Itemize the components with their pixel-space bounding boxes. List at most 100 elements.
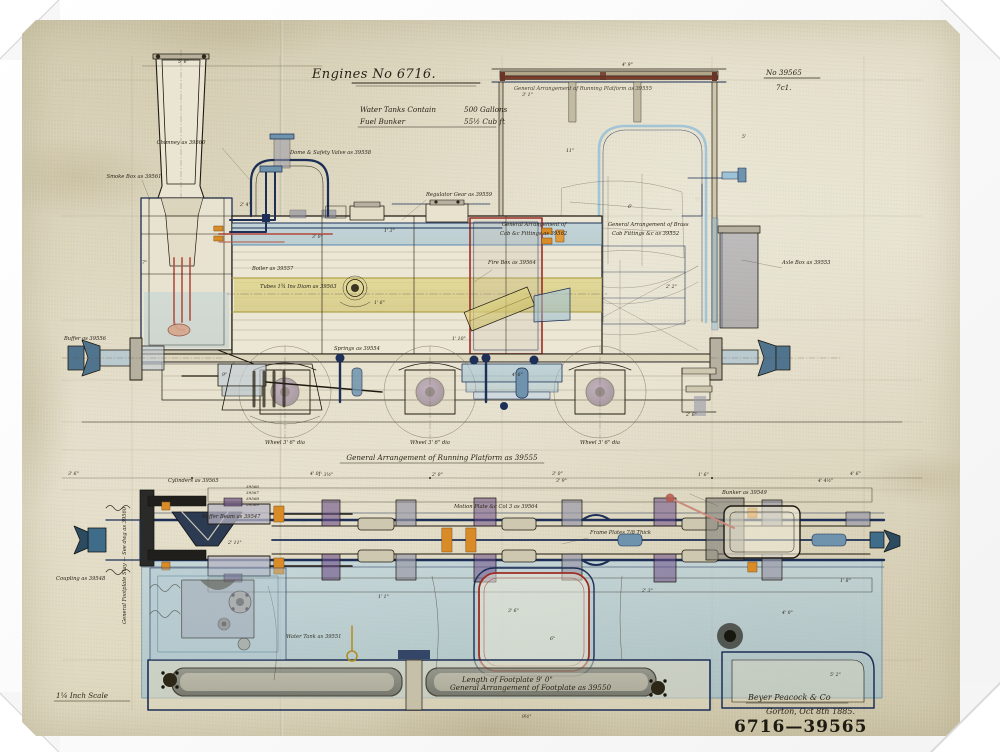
- caption-cab-a: General Arrangement of: [502, 222, 567, 228]
- elev-dim-2: 3' 1": [522, 92, 533, 98]
- elev-dim-7: 3' 0": [312, 234, 323, 240]
- wheel-label-1: Wheel 3' 6" dia: [410, 440, 450, 446]
- plan-dim-1: 2' 0": [431, 472, 443, 478]
- caption-running-platform: General Arrangement of Running Platform …: [346, 453, 538, 462]
- elev-dim-15: 5': [742, 134, 746, 140]
- plan-dim-6: 1' 1": [378, 594, 389, 600]
- plan-dim-3: 1' 6": [698, 472, 709, 478]
- caption-cab-roof: General Arrangement of Running Platform …: [514, 86, 652, 92]
- baseline-mark-1: 4' 0": [309, 471, 321, 477]
- baseline-mark-2: 3' 0": [552, 471, 563, 477]
- plan-dim-13: 9½": [522, 713, 532, 720]
- caption-smokebox: Smoke Box as 39561: [107, 174, 162, 180]
- cab-fitting-box: [325, 205, 347, 219]
- footplate-plan: [147, 623, 875, 711]
- caption-side-vertical: General Footplate Stay — See dwg as 3956…: [122, 506, 128, 624]
- caption-cab-b: Cab &c Fittings as 39562: [500, 231, 567, 237]
- spec-line-1-label: Fuel Bunker: [359, 117, 406, 126]
- cylinder-ref-1: 39567: [246, 490, 259, 495]
- tank-side-panel: [149, 567, 287, 661]
- plan-dimension-labels: 1' 3½" 2' 0" 3' 9" 1' 6" 4' 4½" 2' 11" 1…: [227, 471, 851, 720]
- sectional-elevation-view: [61, 49, 903, 439]
- elev-dim-5: 11": [566, 148, 574, 154]
- plan-dim-2: 3' 9": [556, 478, 567, 484]
- cab-assembly: [491, 68, 761, 355]
- caption-firebox: Fire Box as 39564: [487, 260, 536, 266]
- sheet-title: Engines No 6716.: [311, 67, 436, 82]
- spec-line-1-value: 55½ Cub ft: [464, 117, 505, 126]
- plan-front-buffer-beam: [73, 489, 243, 575]
- scale-note: 1¼ Inch Scale: [56, 691, 108, 700]
- caption-buffer: Buffer as 39556: [63, 336, 107, 342]
- caption-cab-c: General Arrangement of Brass: [608, 222, 689, 228]
- cylinder-ref-2: 39568: [246, 496, 259, 501]
- top-fittings-box: [349, 199, 469, 223]
- caption-cab-d: Cab Fittings &c as 39552: [612, 231, 679, 237]
- pipe-flanges: [541, 227, 565, 245]
- ashpan-motion: [181, 353, 563, 410]
- technical-drawing-sheet: Engines No 6716. Water Tanks Contain 500…: [22, 20, 960, 736]
- elev-dim-14: 2' 6": [685, 412, 697, 418]
- caption-tank: Water Tank as 39551: [286, 634, 341, 640]
- caption-boiler: Boiler as 39557: [251, 266, 294, 272]
- top-dimension-row: 5' 6" 4' 9" 3' 1": [141, 59, 633, 98]
- rear-buffer-assembly: [709, 337, 843, 381]
- plan-dim-11: 1' 8": [840, 578, 851, 584]
- plan-view: [73, 487, 901, 711]
- elev-dim-12: 7": [142, 260, 147, 266]
- spec-line-0-label: Water Tanks Contain: [360, 105, 436, 114]
- caption-regulator: Regulator Gear as 39559: [425, 192, 493, 198]
- cylinder-ref-list: 39566 39567 39568 39569: [246, 484, 259, 507]
- bolt-circle-icon: [228, 590, 252, 614]
- plan-dim-8: 6": [550, 636, 555, 642]
- steam-pipe: [218, 233, 333, 243]
- drawing-canvas: Engines No 6716. Water Tanks Contain 500…: [53, 49, 923, 736]
- elev-dim-4: 1' 6": [374, 300, 385, 306]
- smokebox-section: [137, 197, 235, 365]
- place-date: Gorton, Oct 8th 1885.: [766, 707, 855, 716]
- caption-axlebox: Axle Box as 39553: [781, 260, 831, 266]
- baseline-mark-0: 3' 6": [68, 471, 79, 477]
- caption-cylinders: Cylinders as 39565: [168, 478, 219, 484]
- elev-dim-0: 5' 6": [178, 59, 189, 65]
- baseline-dimension-row: 3' 6" 4' 0" 3' 0" 4' 6": [61, 471, 923, 479]
- leader-lines: [141, 147, 783, 545]
- firebox-outline: [463, 217, 571, 355]
- caption-coupling: Coupling as 39548: [56, 576, 106, 582]
- plan-dim-5: 2' 11": [227, 540, 242, 546]
- caption-footplate-length: Length of Footplate 9' 0": [461, 675, 553, 684]
- wheel-label-0: Wheel 3' 6" dia: [265, 440, 305, 446]
- caption-springs: Springs as 39554: [334, 346, 380, 352]
- caption-chimney: Chimney as 39560: [157, 140, 206, 146]
- cab-step: [681, 367, 717, 416]
- caption-dome: Dome & Safety Valve as 39558: [289, 150, 372, 156]
- elev-dim-8: 1' 10": [452, 336, 466, 342]
- caption-motion-plate: Motion Plate &c Col 3 as 39564: [453, 504, 538, 510]
- elev-dim-13: 1' 3": [384, 228, 395, 234]
- plan-dim-7: 3' 6": [508, 608, 519, 614]
- elev-dim-1: 4' 9": [621, 62, 633, 68]
- plan-dim-12: 5' 2": [830, 672, 841, 678]
- elev-dim-11: 4' 6": [511, 372, 523, 378]
- order-number: No 39565: [765, 68, 802, 77]
- bolt-circle-icon-2: [161, 671, 179, 689]
- caption-frame-plates: Frame Plates 7/8 Thick: [589, 530, 651, 536]
- plan-dim-9: 2' 3": [641, 588, 653, 594]
- front-buffer-assembly: [61, 337, 223, 381]
- maker-name: Beyer Peacock & Co: [747, 693, 831, 702]
- cylinder-ref-0: 39566: [246, 484, 259, 489]
- elev-dim-6: 6': [628, 204, 632, 210]
- plan-dim-10: 4' 0": [781, 610, 793, 616]
- chimney-section: [152, 49, 210, 221]
- elevation-dimension-labels: 2' 4" 1' 6" 11" 6' 3' 0" 1' 10" 2' 2" 9"…: [142, 134, 746, 418]
- elev-dim-3: 2' 4": [239, 202, 251, 208]
- plan-dim-4: 4' 4½": [817, 477, 833, 484]
- cylinder-ref-3: 39569: [246, 502, 259, 507]
- drawing-number: 6716—39565: [734, 717, 867, 736]
- bolt-circle-icon-3: [649, 679, 667, 697]
- caption-bunker: Bunker as 39549: [721, 490, 767, 496]
- caption-tubes: Tubes 1¾ Ins Diam as 39563: [260, 283, 337, 290]
- wheel-label-2: Wheel 3' 6" dia: [580, 440, 620, 446]
- caption-footplate: General Arrangement of Footplate as 3955…: [450, 683, 611, 692]
